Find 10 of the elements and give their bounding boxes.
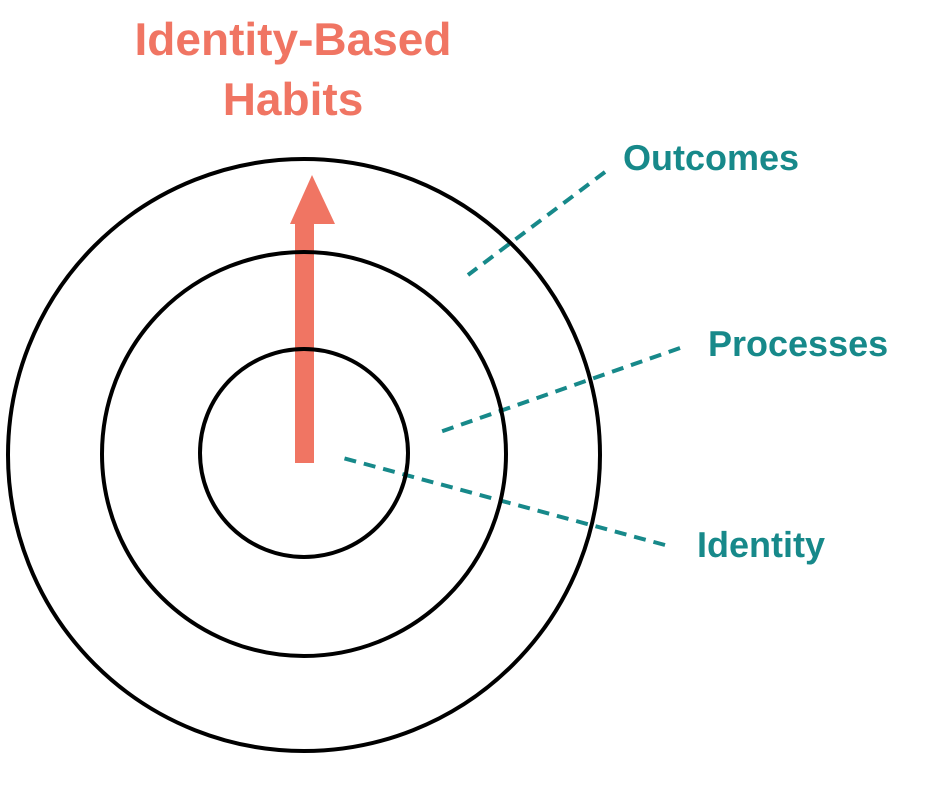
- identity-label: Identity: [697, 525, 826, 565]
- inner-circle: [198, 347, 410, 559]
- leader-line: [342, 456, 666, 547]
- leader-line: [466, 170, 606, 277]
- leader-line: [439, 346, 681, 434]
- outcomes-label: Outcomes: [623, 138, 800, 178]
- middle-circle: [100, 250, 508, 658]
- title: Identity-Based Habits: [134, 12, 452, 127]
- processes-label: Processes: [708, 324, 888, 364]
- outer-circle: [6, 157, 602, 753]
